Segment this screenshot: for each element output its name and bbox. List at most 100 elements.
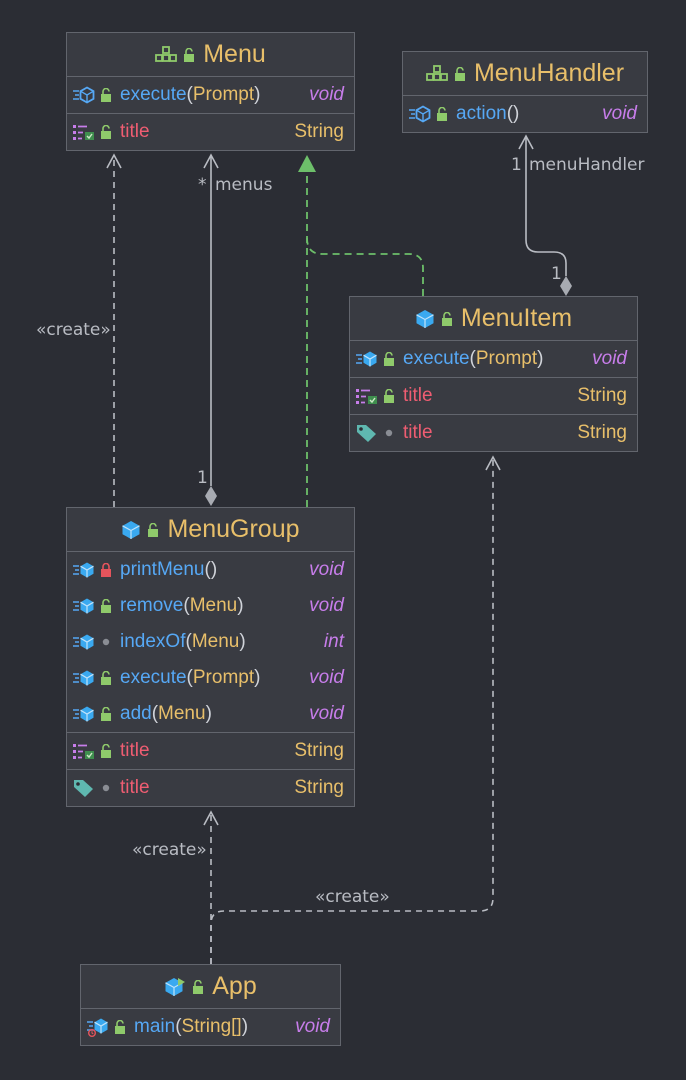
method-row[interactable]: action() void: [403, 96, 647, 132]
property-type: String: [577, 385, 627, 406]
public-lock-icon: [100, 88, 112, 102]
method-icon: [73, 669, 95, 687]
public-lock-icon: [183, 47, 195, 62]
menu-fields: title String: [67, 114, 354, 150]
method-row[interactable]: add(Menu) void: [67, 696, 354, 732]
property-icon: [73, 123, 95, 141]
method-param: Prompt: [475, 348, 538, 369]
property-row[interactable]: title String: [67, 733, 354, 769]
menuhandler-methods: action() void: [403, 96, 647, 132]
empty-parens: (): [204, 559, 218, 580]
arrowhead-menus: [203, 153, 219, 169]
menuhandler-header: MenuHandler: [403, 52, 647, 96]
method-name: execute: [120, 667, 187, 688]
method-icon: [73, 597, 95, 615]
return-type: void: [295, 1016, 330, 1037]
interface-icon: [426, 64, 448, 83]
field-type: String: [294, 777, 344, 798]
method-param: Prompt: [192, 667, 255, 688]
return-type: void: [602, 103, 637, 124]
return-type: void: [309, 667, 344, 688]
method-row[interactable]: execute(Prompt) void: [350, 341, 637, 377]
empty-parens: (): [506, 103, 520, 124]
role-menuhandler: menuHandler: [529, 155, 645, 175]
menu-methods: execute(Prompt) void: [67, 77, 354, 114]
method-name: execute: [403, 348, 470, 369]
method-row[interactable]: main(String[]) void: [81, 1009, 340, 1045]
property-row[interactable]: title String: [67, 114, 354, 150]
property-row[interactable]: title String: [350, 378, 637, 414]
open-paren: (: [175, 1016, 182, 1037]
property-icon: [356, 387, 378, 405]
public-lock-icon: [436, 107, 448, 121]
field-type: String: [577, 422, 627, 443]
method-row[interactable]: execute(Prompt) void: [67, 77, 354, 113]
close-paren: ): [205, 703, 212, 724]
menuitem-fields: title String: [350, 415, 637, 451]
method-row[interactable]: remove(Menu) void: [67, 588, 354, 624]
public-lock-icon: [383, 389, 395, 403]
method-row[interactable]: execute(Prompt) void: [67, 660, 354, 696]
multiplicity-menuhandler-target: 1: [511, 155, 522, 175]
composition-diamond-menuitem: [560, 276, 572, 296]
method-icon: [356, 350, 378, 368]
open-paren: (: [151, 703, 159, 724]
method-name: remove: [120, 595, 184, 616]
method-name: printMenu: [120, 559, 205, 580]
menugroup-node[interactable]: MenuGroup printMenu() void remove(Menu) …: [66, 507, 355, 807]
property-name: title: [120, 740, 150, 761]
return-type: void: [309, 559, 344, 580]
field-row[interactable]: title String: [67, 770, 354, 806]
menugroup-fields: title String: [67, 770, 354, 806]
arrowhead-create-menuitem: [485, 455, 501, 471]
field-name: title: [403, 422, 433, 443]
interface-icon: [155, 45, 178, 64]
runnable-class-icon: [164, 977, 186, 997]
public-lock-icon: [100, 599, 112, 613]
menuhandler-node[interactable]: MenuHandler action() void: [402, 51, 648, 133]
method-name: execute: [120, 84, 187, 105]
method-row[interactable]: printMenu() void: [67, 552, 354, 588]
edge-menuitem-realizes-menu: [306, 237, 424, 296]
public-lock-icon: [100, 125, 112, 139]
method-icon: [73, 633, 95, 651]
method-param: Menu: [158, 703, 206, 724]
package-dot-icon: [100, 638, 112, 646]
public-lock-icon: [114, 1020, 126, 1034]
menugroup-methods: printMenu() void remove(Menu) void index…: [67, 552, 354, 733]
field-name: title: [120, 777, 150, 798]
app-name: App: [212, 972, 257, 1000]
menuhandler-name: MenuHandler: [473, 59, 625, 87]
edge-menuitem-menuhandler-composition: [525, 137, 567, 276]
method-name: indexOf: [120, 631, 186, 652]
public-lock-icon: [147, 522, 159, 537]
menu-node[interactable]: Menu execute(Prompt) void title String: [66, 32, 355, 151]
open-paren: (: [186, 667, 193, 688]
edge-label-create-menuitem: «create»: [315, 887, 390, 907]
field-tag-icon: [356, 424, 378, 442]
return-type: void: [309, 595, 344, 616]
method-name: main: [134, 1016, 176, 1037]
menugroup-properties: title String: [67, 733, 354, 770]
static-method-icon: [87, 1017, 109, 1037]
package-dot-icon: [383, 429, 395, 437]
arrowhead-menuhandler: [518, 134, 534, 150]
app-node[interactable]: App main(String[]) void: [80, 964, 341, 1046]
menuitem-node[interactable]: MenuItem execute(Prompt) void title Stri…: [349, 296, 638, 452]
method-row[interactable]: indexOf(Menu) int: [67, 624, 354, 660]
role-menus: menus: [215, 175, 273, 195]
method-name: add: [120, 703, 152, 724]
edge-label-create-menugroup: «create»: [132, 840, 207, 860]
multiplicity-menuhandler-source: 1: [551, 264, 562, 284]
public-lock-icon: [100, 707, 112, 721]
arrowhead-create-menugroup: [203, 810, 219, 826]
close-paren: ): [537, 348, 544, 369]
edge-app-create-menuitem: [210, 458, 494, 964]
public-lock-icon: [441, 311, 453, 326]
abstract-method-icon: [73, 86, 95, 104]
menuitem-name: MenuItem: [460, 304, 573, 332]
class-icon: [121, 520, 141, 540]
field-name: title: [120, 121, 150, 142]
field-row[interactable]: title String: [350, 415, 637, 451]
